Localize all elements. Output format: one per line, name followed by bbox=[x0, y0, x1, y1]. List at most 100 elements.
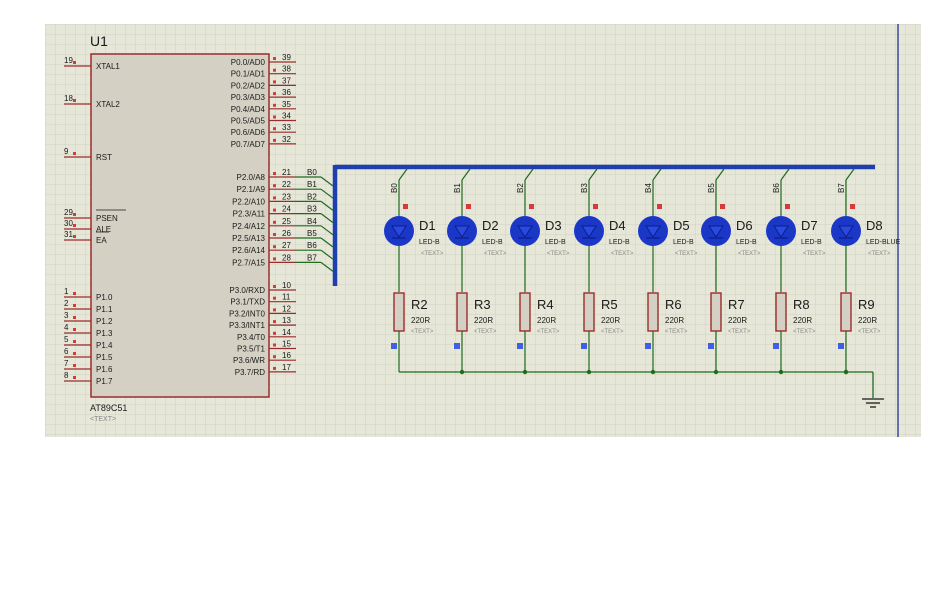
pin-number: 12 bbox=[282, 304, 291, 313]
bus-net-label: B7 bbox=[307, 253, 317, 262]
pin-number: 35 bbox=[282, 100, 291, 109]
led-ref-label: D1 bbox=[419, 218, 436, 233]
pin-name: P3.0/RXD bbox=[229, 286, 265, 295]
pin-name: P2.1/A9 bbox=[237, 185, 266, 194]
pin-marker bbox=[273, 296, 276, 300]
pin-marker bbox=[73, 224, 76, 227]
bus-net-label: B4 bbox=[307, 217, 317, 226]
pin-number: 13 bbox=[282, 316, 291, 325]
pin-number: 16 bbox=[282, 351, 291, 360]
pin-number: 23 bbox=[282, 192, 291, 201]
pin-name: P0.1/AD1 bbox=[231, 70, 266, 79]
mcu-right-pins: 39P0.0/AD038P0.1/AD137P0.2/AD236P0.3/AD3… bbox=[229, 53, 296, 377]
pin-marker bbox=[273, 343, 276, 347]
resistor-ref-label: R8 bbox=[793, 297, 810, 312]
resistor-value-label: 220R bbox=[537, 316, 556, 325]
led-ref-label: D4 bbox=[609, 218, 626, 233]
pin-name: P3.5/T1 bbox=[237, 345, 266, 354]
led-triangle bbox=[581, 225, 597, 238]
led-text-placeholder: <TEXT> bbox=[738, 251, 761, 257]
pin-marker bbox=[73, 99, 76, 102]
pin-name: P2.4/A12 bbox=[232, 222, 265, 231]
mcu-left-pins: 19XTAL118XTAL29RST29PSEN30ALE31EA1P1.02P… bbox=[64, 56, 126, 386]
bus-net-label: B3 bbox=[307, 205, 317, 214]
bus-entry-b2: B2 bbox=[296, 192, 334, 211]
pin-name: P3.7/RD bbox=[235, 368, 265, 377]
mcu-u1[interactable]: U1 AT89C51 <TEXT> 19XTAL118XTAL29RST29PS… bbox=[64, 33, 296, 423]
pin-number: 39 bbox=[282, 53, 291, 62]
pin-name: P2.5/A13 bbox=[232, 234, 265, 243]
pin-number: 31 bbox=[64, 230, 73, 239]
led-triangle bbox=[454, 225, 470, 238]
led-text-placeholder: <TEXT> bbox=[868, 251, 891, 257]
bus-drop-slant bbox=[398, 168, 408, 181]
led-triangle bbox=[391, 225, 407, 238]
mcu-body[interactable] bbox=[90, 53, 270, 398]
pin-name: P2.0/A8 bbox=[237, 173, 266, 182]
mcu-pin-p1-7: 8P1.7 bbox=[64, 371, 113, 386]
pin-number: 30 bbox=[64, 219, 73, 228]
channel-net-label: B4 bbox=[644, 183, 653, 193]
channel-net-label: B7 bbox=[837, 183, 846, 193]
led-pin-marker bbox=[466, 204, 471, 209]
channel-net-label: B5 bbox=[707, 183, 716, 193]
led-value-label: LED-B bbox=[801, 239, 822, 246]
led-pin-marker bbox=[593, 204, 598, 209]
pin-number: 15 bbox=[282, 340, 291, 349]
bus-entry-slant bbox=[320, 188, 334, 199]
pin-name: P0.2/AD2 bbox=[231, 81, 266, 90]
pin-name: P2.7/A15 bbox=[232, 258, 265, 267]
resistor-value-label: 220R bbox=[601, 316, 620, 325]
pin-name: P1.1 bbox=[96, 305, 113, 314]
led-value-label: LED-BLUE bbox=[866, 239, 901, 246]
junction-dot bbox=[843, 369, 849, 375]
bus-net-label: B1 bbox=[307, 180, 317, 189]
mcu-pin-p1-6: 7P1.6 bbox=[64, 359, 113, 374]
mcu-pin-p1-5: 6P1.5 bbox=[64, 347, 113, 362]
bus-entry-slant bbox=[320, 200, 334, 211]
led-value-label: LED-B bbox=[736, 239, 757, 246]
channel-net-label: B3 bbox=[580, 183, 589, 193]
ground-symbol bbox=[862, 372, 884, 408]
pin-marker bbox=[273, 115, 276, 119]
resistor-pin-marker bbox=[517, 343, 523, 349]
mcu-pin-p1-2: 3P1.2 bbox=[64, 311, 113, 326]
bus-net-label: B2 bbox=[307, 192, 317, 201]
resistor-text-placeholder: <TEXT> bbox=[474, 329, 497, 335]
pin-name: P0.6/AD6 bbox=[231, 128, 266, 137]
bus-entry-b5: B5 bbox=[296, 229, 334, 248]
pin-number: 18 bbox=[64, 94, 73, 103]
led-triangle bbox=[773, 225, 789, 238]
led-ref-label: D3 bbox=[545, 218, 562, 233]
pin-number: 5 bbox=[64, 335, 69, 344]
resistor-ref-label: R2 bbox=[411, 297, 428, 312]
led-triangle bbox=[838, 225, 854, 238]
bus-drop-slant bbox=[715, 168, 725, 181]
bus-entry-slant bbox=[320, 176, 334, 187]
pin-marker bbox=[273, 184, 276, 188]
pin-name: P1.4 bbox=[96, 341, 113, 350]
resistor-body bbox=[456, 292, 468, 332]
pin-name: P3.2/INT0 bbox=[229, 309, 266, 318]
pin-name: P0.5/AD5 bbox=[231, 117, 266, 126]
pin-marker bbox=[73, 61, 76, 64]
resistor-pin-marker bbox=[773, 343, 779, 349]
